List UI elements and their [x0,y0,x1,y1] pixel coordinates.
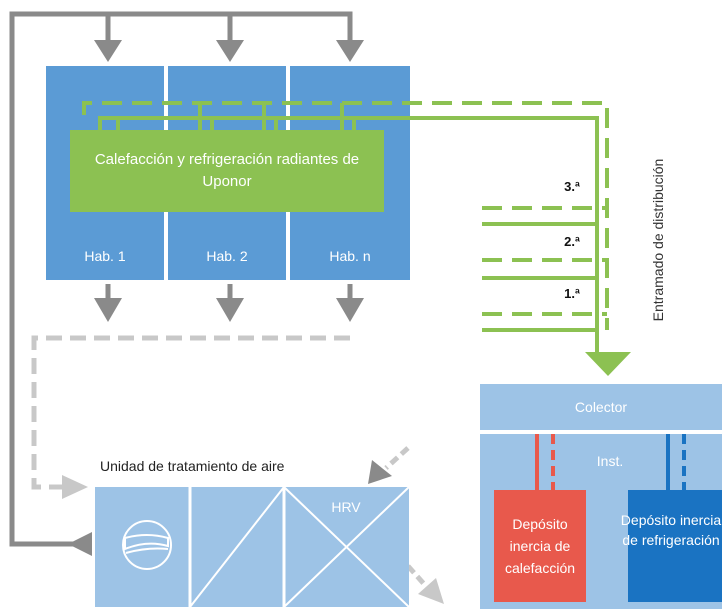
radiant-system-label: Calefacción y refrigeración radiantes de… [94,151,360,190]
hrv-cross-icon [283,486,410,608]
floor-2-label: 2.ª [564,233,580,249]
supply-arrow-1 [94,40,122,62]
fan-blade-icon [125,547,169,554]
floor-1-label: 1.ª [564,285,580,301]
floor-3-label: 3.ª [564,178,580,194]
radiant-panel [70,130,384,212]
supply-arrow-3 [336,40,364,62]
manifold-label: Colector [574,399,628,415]
radiant-supply-dashed [82,101,609,330]
room-2-label: Hab. 2 [206,248,248,264]
heating-tank-label: Depósito inercia de calefacción [504,516,576,576]
ahu-title: Unidad de tratamiento de aire [100,458,285,474]
outdoor-air-arrow [368,460,392,484]
exhaust-air-arrow [418,578,444,604]
ahu-box [95,487,409,607]
cooling-tank-label: Depósito inercia de refrigeración [620,512,722,548]
cooling-tank [628,490,722,602]
exhaust-air-line [406,564,426,586]
distribution-label: Entramado de distribución [650,158,666,322]
manifold-inlet-arrow [585,352,631,376]
manifold-box [480,384,722,430]
plant-label: Inst. [596,453,624,469]
supply-air-line [9,11,353,547]
filter-icon [189,486,285,608]
exhaust-arrow-1 [94,298,122,322]
outdoor-air-line [384,446,410,470]
fan-icon [122,520,172,570]
hrv-label: HRV [331,499,361,515]
exhaust-arrow-3 [336,298,364,322]
room-1-label: Hab. 1 [84,248,126,264]
exhaust-arrow-2 [216,298,244,322]
room-n-label: Hab. n [329,248,371,264]
fan-blade-icon [124,534,169,551]
return-air-line [31,335,350,490]
supply-out-arrow [68,532,92,556]
heating-tank [494,490,586,602]
return-air-arrow [62,475,88,499]
radiant-return-solid [98,116,599,355]
supply-arrow-2 [216,40,244,62]
